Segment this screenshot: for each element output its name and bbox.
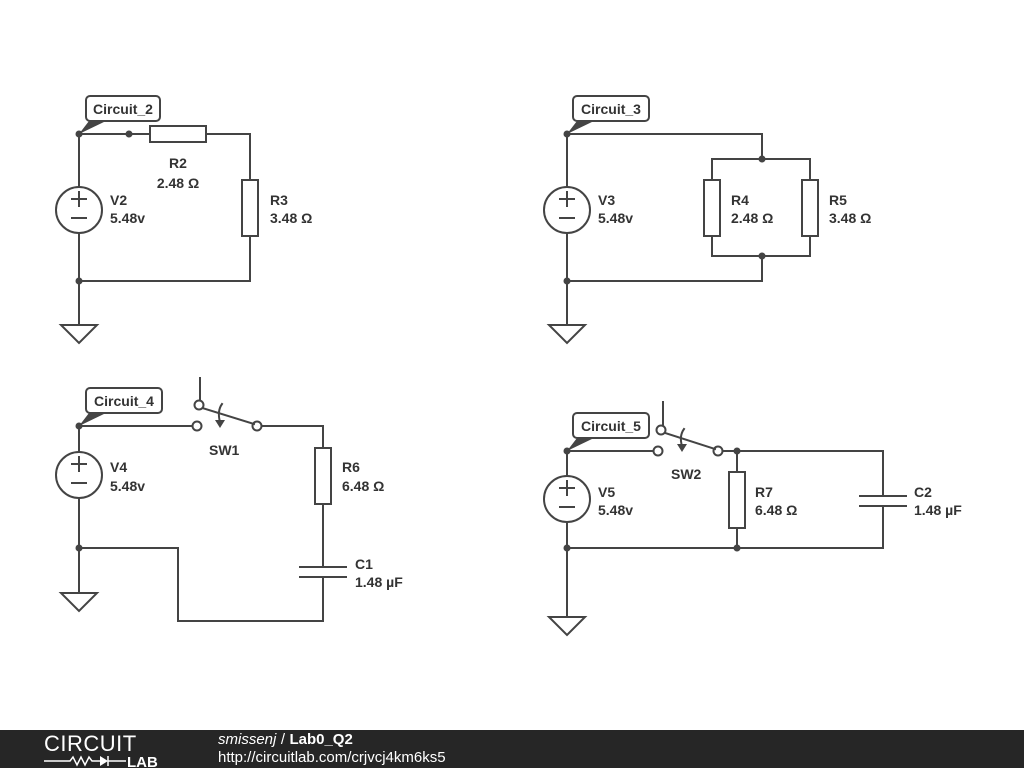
circuit-tag-label: Circuit_3	[581, 101, 641, 117]
r2-value: 2.48 Ω	[157, 175, 199, 191]
author-link[interactable]: smissenj	[218, 731, 277, 748]
resistor-r3[interactable]	[241, 179, 259, 237]
ground-icon	[546, 324, 588, 345]
r4-name: R4	[731, 192, 749, 208]
footer-bar: CIRCUIT LAB smissenj / Lab0_Q2 http://ci…	[0, 730, 1024, 768]
circuit-4: V4 5.48v SW1 R6 6.48 Ω C1 1.48 µF Circui…	[55, 377, 403, 622]
circuit-tag[interactable]: Circuit_3	[567, 95, 650, 134]
c1-name: C1	[355, 556, 373, 572]
r3-name: R3	[270, 192, 288, 208]
voltage-source-v2[interactable]	[55, 186, 103, 234]
circuit-2: V2 5.48v R2 2.48 Ω R3 3.48 Ω Circuit_2	[55, 95, 312, 345]
v4-value: 5.48v	[110, 478, 145, 494]
resistor-r7[interactable]	[728, 471, 746, 529]
circuit-tag[interactable]: Circuit_5	[567, 412, 650, 451]
resistor-r4[interactable]	[703, 179, 721, 237]
circuit-url-link[interactable]: http://circuitlab.com/crjvcj4km6ks5	[218, 749, 446, 766]
voltage-source-v4[interactable]	[55, 451, 103, 499]
v4-name: V4	[110, 459, 127, 475]
v3-name: V3	[598, 192, 615, 208]
ground-icon	[58, 592, 100, 613]
circuit-tag[interactable]: Circuit_2	[79, 95, 161, 134]
r2-name: R2	[169, 155, 187, 171]
footer-title-line: smissenj / Lab0_Q2	[218, 731, 446, 749]
v3-value: 5.48v	[598, 210, 633, 226]
footer-text: smissenj / Lab0_Q2 http://circuitlab.com…	[218, 731, 446, 767]
voltage-source-v5[interactable]	[543, 475, 591, 523]
r7-value: 6.48 Ω	[755, 502, 797, 518]
sw2-name: SW2	[671, 466, 702, 482]
logo-diode-icon	[100, 756, 108, 766]
r3-value: 3.48 Ω	[270, 210, 312, 226]
v2-name: V2	[110, 192, 127, 208]
logo-bottom-text: LAB	[127, 754, 158, 768]
circuit-tag[interactable]: Circuit_4	[79, 387, 163, 426]
circuit-tag-label: Circuit_4	[94, 393, 154, 409]
circuit-3: V3 5.48v R4 2.48 Ω R5 3.48 Ω Circuit_3	[543, 95, 871, 345]
sw1-name: SW1	[209, 442, 240, 458]
r6-value: 6.48 Ω	[342, 478, 384, 494]
circuit-5: V5 5.48v SW2 R7 6.48 Ω C2 1.48 µF Circui…	[543, 401, 962, 637]
r4-value: 2.48 Ω	[731, 210, 773, 226]
logo-resistor-icon	[44, 755, 100, 767]
ground-icon	[546, 616, 588, 637]
logo-top-text: CIRCUIT	[44, 731, 137, 756]
circuit-tag-label: Circuit_2	[93, 101, 153, 117]
circuitlab-logo[interactable]: CIRCUIT LAB	[0, 730, 200, 768]
schematic-canvas: V2 5.48v R2 2.48 Ω R3 3.48 Ω Circuit_2	[55, 95, 962, 637]
v5-value: 5.48v	[598, 502, 633, 518]
resistor-r2[interactable]	[149, 125, 207, 143]
c2-value: 1.48 µF	[914, 502, 962, 518]
switch-sw1[interactable]	[191, 377, 263, 432]
circuit-title[interactable]: Lab0_Q2	[289, 731, 353, 748]
r5-value: 3.48 Ω	[829, 210, 871, 226]
switch-sw2[interactable]	[652, 401, 724, 457]
c1-value: 1.48 µF	[355, 574, 403, 590]
capacitor-c1[interactable]	[299, 566, 347, 578]
ground-icon	[58, 324, 100, 345]
r5-name: R5	[829, 192, 847, 208]
resistor-r6[interactable]	[314, 447, 332, 505]
voltage-source-v3[interactable]	[543, 186, 591, 234]
circuit-tag-label: Circuit_5	[581, 418, 641, 434]
c2-name: C2	[914, 484, 932, 500]
breadcrumb-separator: /	[280, 731, 285, 748]
v5-name: V5	[598, 484, 615, 500]
r6-name: R6	[342, 459, 360, 475]
resistor-r5[interactable]	[801, 179, 819, 237]
capacitor-c2[interactable]	[859, 495, 907, 507]
v2-value: 5.48v	[110, 210, 145, 226]
r7-name: R7	[755, 484, 773, 500]
